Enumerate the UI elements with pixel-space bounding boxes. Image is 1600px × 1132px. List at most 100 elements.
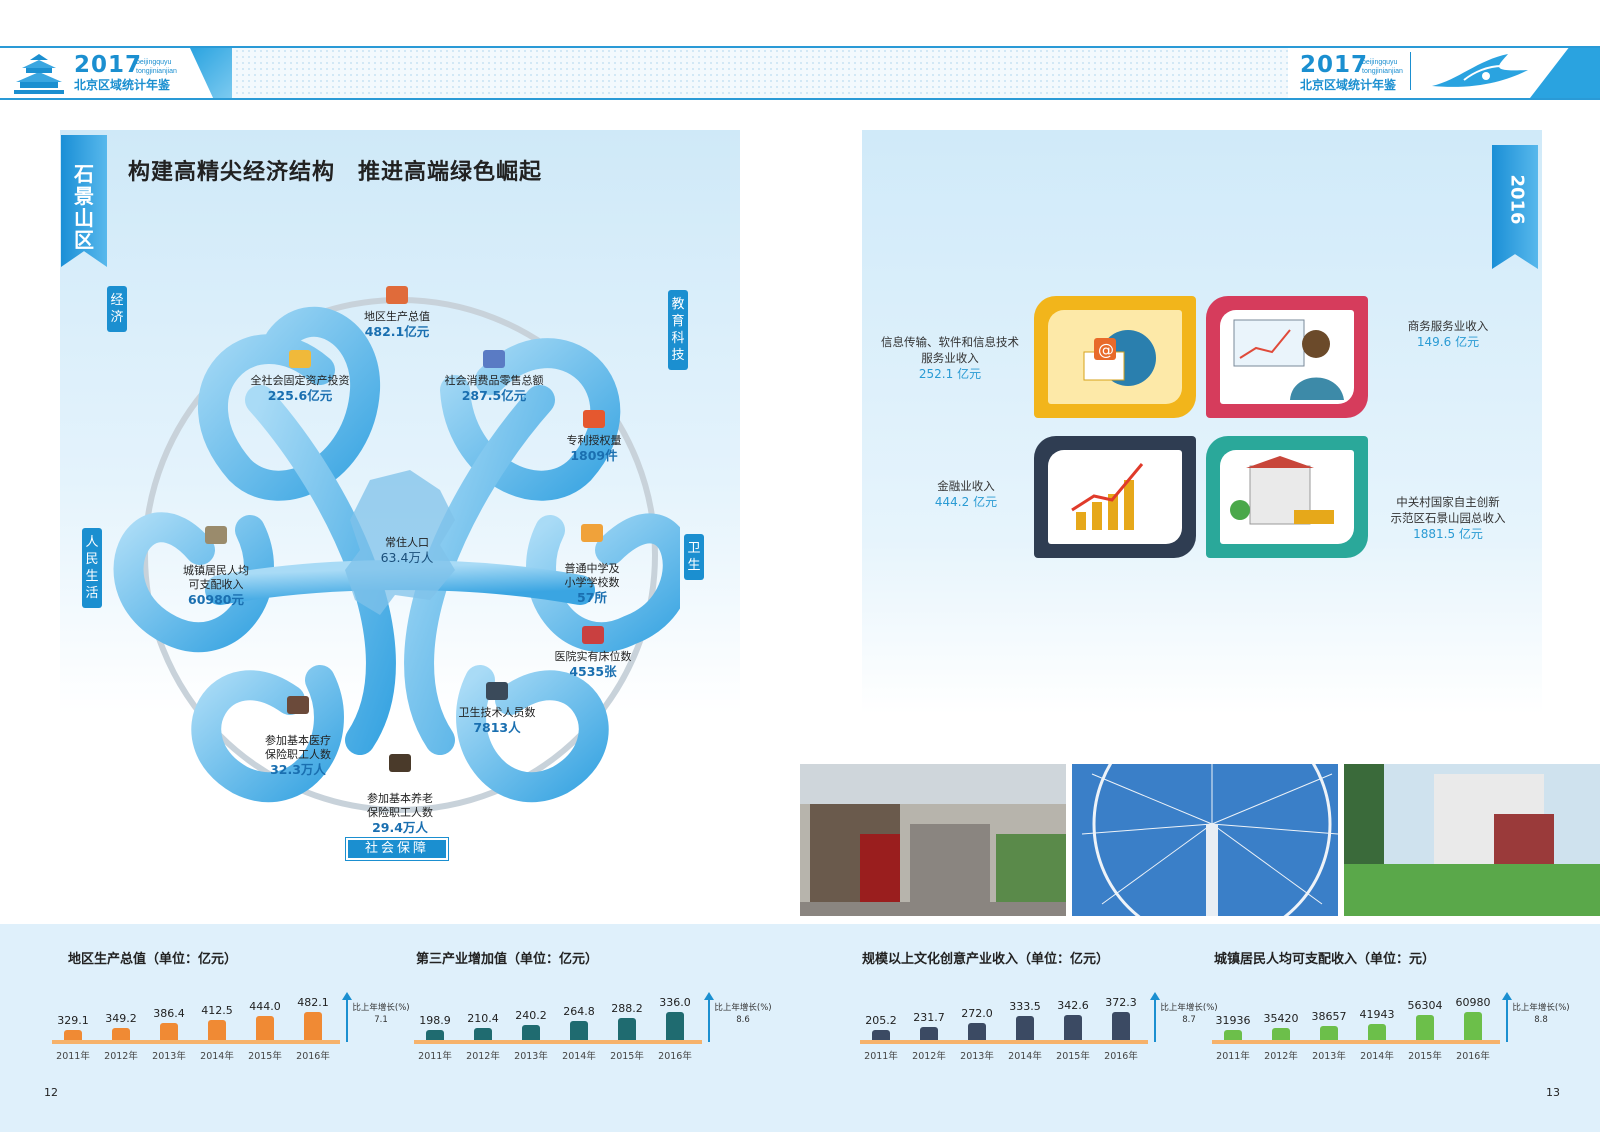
tile-inner	[1220, 310, 1354, 404]
logo-year: 2017	[74, 52, 143, 78]
bar	[1464, 1012, 1482, 1040]
page-number-left: 12	[44, 1086, 58, 1099]
bar-value-label: 444.0	[249, 1000, 281, 1014]
photo-street	[800, 764, 1066, 916]
growth-label: 比上年增长(%)	[1160, 1003, 1218, 1013]
school-icon	[581, 524, 603, 542]
bar-category-label: 2016年	[1104, 1051, 1138, 1062]
bar	[474, 1028, 492, 1040]
tag-people: 人民生活	[82, 528, 102, 608]
growth-value: 8.8	[1534, 1015, 1548, 1025]
baseline	[414, 1040, 702, 1044]
logo-pinyin-top: beijingquyu	[1362, 59, 1398, 66]
header-wedge	[190, 48, 232, 98]
header-wedge	[1530, 48, 1600, 98]
tile-inner: @	[1048, 310, 1182, 404]
growth-arrow-icon	[342, 992, 352, 1042]
group-icon	[389, 754, 411, 772]
doctor-icon	[486, 682, 508, 700]
right-panel	[862, 130, 1542, 714]
bar	[256, 1016, 274, 1040]
year-ribbon: 2016	[1492, 145, 1538, 269]
chart-title-income: 城镇居民人均可支配收入（单位：元）	[1214, 952, 1436, 967]
bar-category-label: 2012年	[1264, 1051, 1298, 1062]
logo-title: 北京区域统计年鉴	[74, 78, 171, 92]
handshake-icon	[386, 286, 408, 304]
bar-category-label: 2012年	[912, 1051, 946, 1062]
bar-category-label: 2015年	[610, 1051, 644, 1062]
logo-pinyin-bottom: tongjinianjian	[1362, 68, 1403, 75]
tile-it: @	[1034, 296, 1196, 418]
tile-business	[1206, 296, 1368, 418]
bar-value-label: 329.1	[57, 1014, 89, 1027]
coins-icon	[289, 350, 311, 368]
bar-category-label: 2015年	[248, 1051, 282, 1062]
baseline	[860, 1040, 1148, 1044]
growth-label: 比上年增长(%)	[1512, 1003, 1570, 1013]
chart-title-tertiary: 第三产业增加值（单位：亿元）	[416, 952, 599, 967]
bar-value-label: 38657	[1311, 1009, 1347, 1023]
house-icon	[205, 526, 227, 544]
bar-category-label: 2013年	[960, 1051, 994, 1062]
bar	[304, 1012, 322, 1040]
bar-value-label: 333.5	[1009, 1000, 1041, 1014]
bar-value-label: 205.2	[865, 1014, 897, 1027]
document-icon	[583, 410, 605, 428]
bar	[1320, 1025, 1338, 1040]
bar-category-label: 2015年	[1408, 1051, 1442, 1062]
growth-value: 8.7	[1182, 1015, 1196, 1025]
photo-park	[1344, 764, 1600, 916]
bar-category-label: 2014年	[1008, 1051, 1042, 1062]
bar	[522, 1024, 540, 1040]
tile-inner	[1048, 450, 1182, 544]
bar	[112, 1027, 130, 1040]
chart-title-gdp: 地区生产总值（单位：亿元）	[68, 952, 238, 967]
logo-year: 2017	[1300, 52, 1369, 78]
bar	[570, 1021, 588, 1040]
district-ribbon: 石景山区	[61, 135, 107, 267]
bar	[1224, 1030, 1242, 1040]
bar-category-label: 2012年	[104, 1051, 138, 1062]
bar-value-label: 198.9	[419, 1014, 451, 1027]
district-name: 石景山区	[74, 162, 94, 252]
center-population: 常住人口 63.4万人	[362, 536, 452, 565]
bar-category-label: 2016年	[658, 1051, 692, 1062]
bar-category-label: 2015年	[1056, 1051, 1090, 1062]
bar-category-label: 2011年	[864, 1051, 898, 1062]
bar-value-label: 288.2	[611, 1002, 643, 1016]
logo-title: 北京区域统计年鉴	[1300, 78, 1397, 92]
growth-note: 比上年增长(%) 8.7	[1158, 1002, 1220, 1026]
bar-value-label: 336.0	[659, 996, 691, 1009]
bar-category-label: 2012年	[466, 1051, 500, 1062]
header-divider	[1410, 52, 1411, 90]
bar-category-label: 2011年	[56, 1051, 90, 1062]
chart-title-culture: 规模以上文化创意产业收入（单位：亿元）	[862, 952, 1110, 967]
bar-value-label: 240.2	[515, 1008, 547, 1022]
bar-category-label: 2016年	[1456, 1051, 1490, 1062]
bar-value-label: 31936	[1215, 1014, 1251, 1027]
shopping-chart-icon	[483, 350, 505, 368]
growth-label: 比上年增长(%)	[352, 1003, 410, 1013]
bed-icon	[582, 626, 604, 644]
bar	[208, 1020, 226, 1040]
growth-note: 比上年增长(%) 8.8	[1510, 1002, 1572, 1026]
bar	[968, 1022, 986, 1040]
bar-category-label: 2014年	[200, 1051, 234, 1062]
bar-value-label: 41943	[1359, 1007, 1395, 1021]
tile-finance	[1034, 436, 1196, 558]
